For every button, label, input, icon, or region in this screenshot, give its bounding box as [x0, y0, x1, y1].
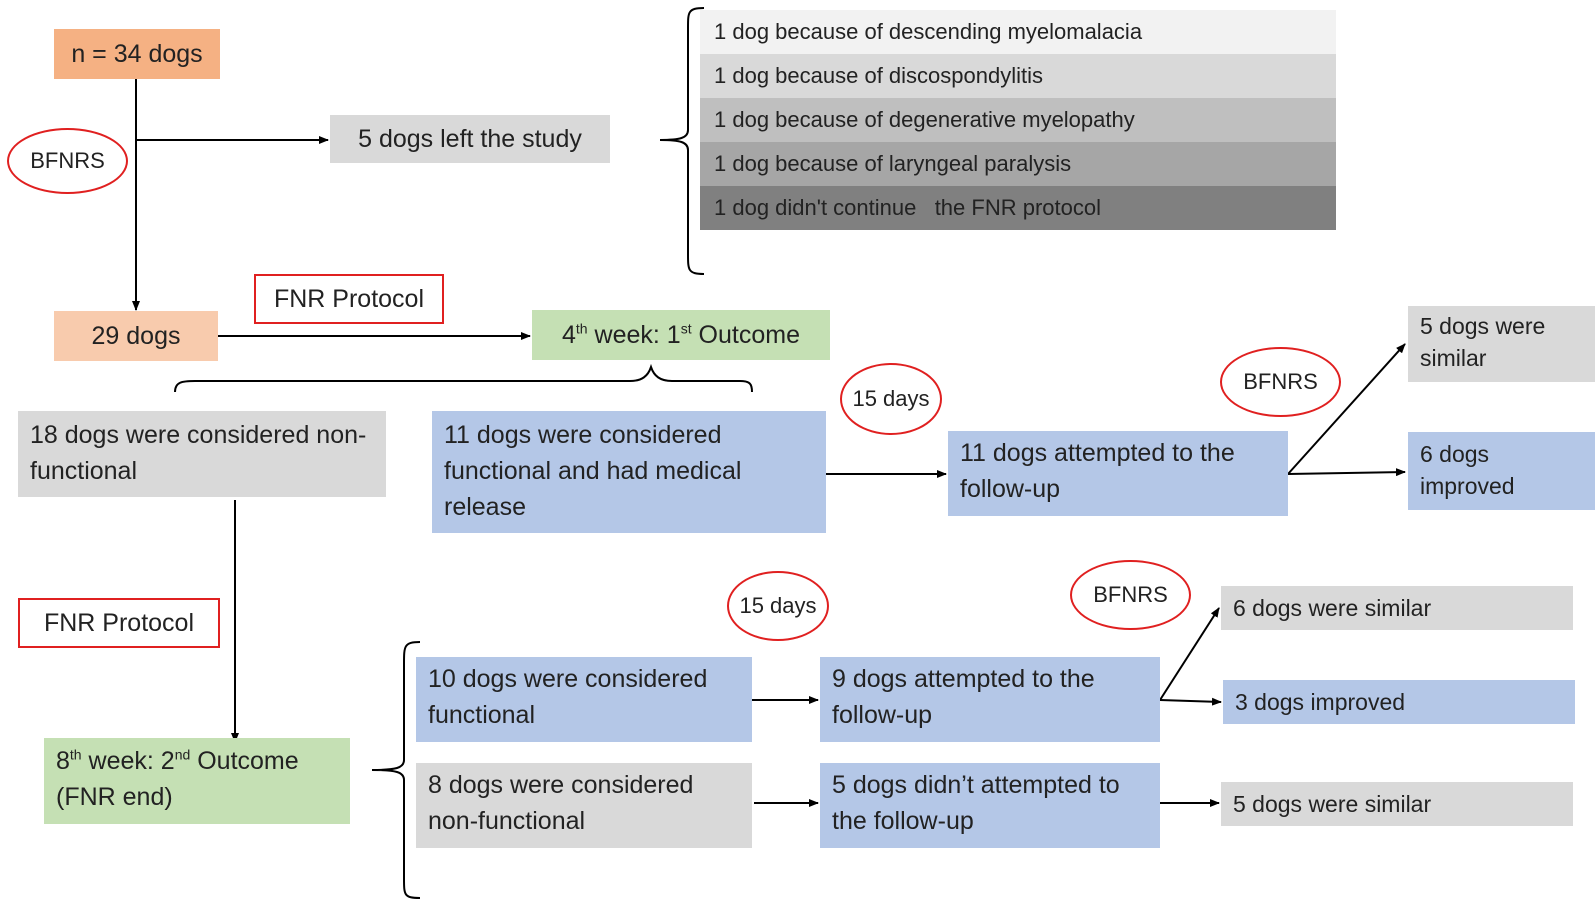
reason-degenerative-myelopathy: 1 dog because of degenerative myelopathy: [700, 98, 1336, 142]
arrow-9-to-improved: [1159, 697, 1222, 706]
bfnrs-ellipse-1: BFNRS: [7, 128, 128, 194]
remaining-node: 29 dogs: [54, 311, 218, 361]
outcome2-brace: [371, 641, 421, 899]
reason-myelomalacia: 1 dog because of descending myelomalacia: [700, 10, 1336, 54]
bfnrs-ellipse-3: BFNRS: [1070, 560, 1191, 630]
bfnrs-ellipse-2: BFNRS: [1220, 347, 1341, 417]
fnr-protocol-label-2: FNR Protocol: [18, 598, 220, 648]
outcome1-node: 4th week: 1st Outcome: [532, 310, 830, 360]
nonfunctional-18-node: 18 dogs were considered non-functional: [18, 411, 386, 497]
similar-5b-node: 5 dogs were similar: [1221, 782, 1573, 826]
reason-discontinued-protocol: 1 dog didn't continue the FNR protocol: [700, 186, 1336, 230]
followup-9-node: 9 dogs attempted to the follow-up: [820, 657, 1160, 742]
reason-discospondylitis: 1 dog because of discospondylitis: [700, 54, 1336, 98]
reason-laryngeal-paralysis: 1 dog because of laryngeal paralysis: [700, 142, 1336, 186]
nonfunctional-8-node: 8 dogs were considered non-functional: [416, 763, 752, 848]
similar-6-node: 6 dogs were similar: [1221, 586, 1573, 630]
functional-10-node: 10 dogs were considered functional: [416, 657, 752, 742]
similar-5-node: 5 dogs were similar: [1408, 306, 1595, 382]
reasons-brace: [659, 7, 705, 275]
arrow-followup-to-improved: [1287, 468, 1406, 477]
not-followup-5-node: 5 dogs didn’t attempted to the follow-up: [820, 763, 1160, 848]
days-ellipse-2: 15 days: [727, 571, 829, 641]
left-study-node: 5 dogs left the study: [330, 115, 610, 163]
improved-3-node: 3 dogs improved: [1223, 680, 1575, 724]
fnr-protocol-label-1: FNR Protocol: [254, 274, 444, 324]
start-node: n = 34 dogs: [54, 29, 220, 79]
followup-11-node: 11 dogs attempted to the follow-up: [948, 431, 1288, 516]
arrow-9-to-similar: [1159, 607, 1220, 701]
improved-6-node: 6 dogs improved: [1408, 432, 1595, 510]
arrow-followup-to-similar: [1287, 343, 1406, 475]
outcome1-brace: [174, 363, 753, 393]
days-ellipse-1: 15 days: [840, 363, 942, 435]
outcome2-node: 8th week: 2nd Outcome (FNR end): [44, 738, 350, 824]
functional-11-node: 11 dogs were considered functional and h…: [432, 411, 826, 533]
